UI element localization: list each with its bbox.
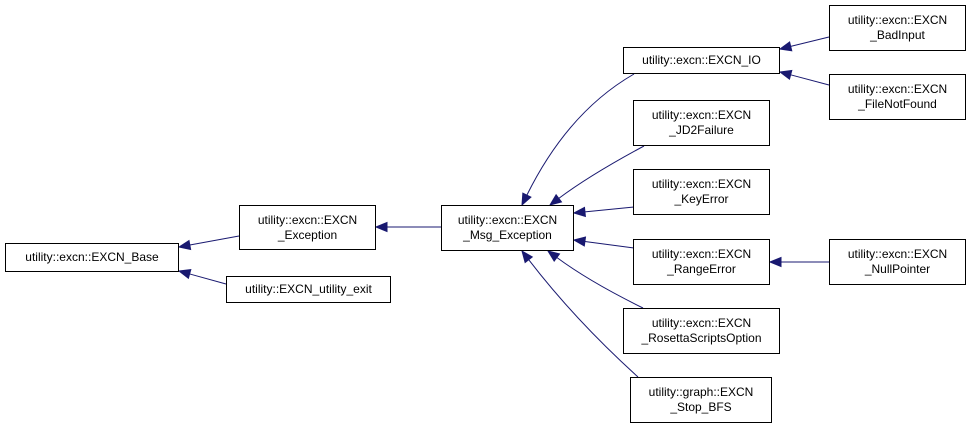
edge-line-filenotfound-to-io [790,74,830,86]
edge-line-exception-to-base [189,235,240,246]
node-label-line: _RosettaScriptsOption [641,331,762,345]
node-excn-io[interactable]: utility::excn::EXCN_IO [623,47,780,74]
edge-line-rosetta-to-msg_exception [556,257,644,309]
arrowhead-nullpointer-to-rangeerror [768,256,782,268]
node-excn-keyerror[interactable]: utility::excn::EXCN _KeyError [633,169,770,215]
arrowhead-filenotfound-to-io [778,69,793,81]
node-excn-nullpointer[interactable]: utility::excn::EXCN _NullPointer [829,239,966,285]
node-label-line: utility::excn::EXCN [651,247,752,261]
node-excn-jd2failure[interactable]: utility::excn::EXCN _JD2Failure [633,100,770,146]
node-excn-filenotfound[interactable]: utility::excn::EXCN _FileNotFound [829,74,966,120]
node-label-line: utility::excn::EXCN [651,177,752,191]
node-label-line: utility::EXCN_utility_exit [245,282,372,296]
node-label-line: _Msg_Exception [463,228,552,242]
edge-line-badinput-to-io [790,36,830,47]
node-label-line: _NullPointer [864,262,931,276]
node-label-line: utility::excn::EXCN [847,247,948,261]
node-label-line: _JD2Failure [669,123,734,137]
node-excn-rangeerror[interactable]: utility::excn::EXCN _RangeError [633,239,770,285]
arrowhead-rangeerror-to-msg_exception [572,236,587,247]
node-label-line: _RangeError [667,262,736,276]
arrowhead-io-to-msg_exception [521,192,532,207]
node-excn-msg-exception[interactable]: utility::excn::EXCN _Msg_Exception [441,205,574,251]
node-label-line: _BadInput [870,28,925,42]
arrowhead-rosetta-to-msg_exception [546,250,561,263]
arrowhead-keyerror-to-msg_exception [572,206,586,218]
edge-line-utility_exit-to-base [189,273,227,285]
node-label-line: utility::excn::EXCN [457,213,558,227]
node-excn-badinput[interactable]: utility::excn::EXCN _BadInput [829,5,966,51]
node-label-line: _Stop_BFS [670,400,732,414]
node-label-line: _FileNotFound [858,97,937,111]
node-label-line: utility::excn::EXCN [651,108,752,122]
edge-line-jd2failure-to-msg_exception [558,145,645,199]
node-excn-exception[interactable]: utility::excn::EXCN _Exception [239,205,376,250]
arrowhead-exception-to-base [177,239,192,251]
edge-line-rangeerror-to-msg_exception [584,240,635,249]
node-label-line: utility::excn::EXCN_Base [25,250,159,264]
node-label-line: utility::excn::EXCN [847,13,948,27]
node-label-line: utility::excn::EXCN [847,82,948,96]
edge-line-keyerror-to-msg_exception [584,206,635,213]
node-excn-base[interactable]: utility::excn::EXCN_Base [5,243,179,272]
edge-line-stopbfs-to-msg_exception [528,259,639,378]
node-label-line: utility::excn::EXCN [257,212,358,227]
node-excn-rosettascriptsoption[interactable]: utility::excn::EXCN _RosettaScriptsOptio… [623,308,780,354]
node-label-line: utility::excn::EXCN_IO [642,53,761,67]
arrowhead-jd2failure-to-msg_exception [548,193,563,206]
node-label-line: _Exception [277,227,338,242]
node-excn-utility-exit[interactable]: utility::EXCN_utility_exit [226,276,391,303]
node-excn-stop-bfs[interactable]: utility::graph::EXCN _Stop_BFS [630,377,772,423]
node-label-line: utility::excn::EXCN [651,316,752,330]
node-label-line: _KeyError [674,192,729,206]
arrowhead-stopbfs-to-msg_exception [521,249,534,264]
arrowhead-utility_exit-to-base [177,269,192,280]
node-label-line: utility::graph::EXCN [648,385,754,399]
edge-line-io-to-msg_exception [526,73,635,196]
arrowhead-msg_exception-to-exception [374,221,388,233]
arrowhead-badinput-to-io [778,41,793,52]
